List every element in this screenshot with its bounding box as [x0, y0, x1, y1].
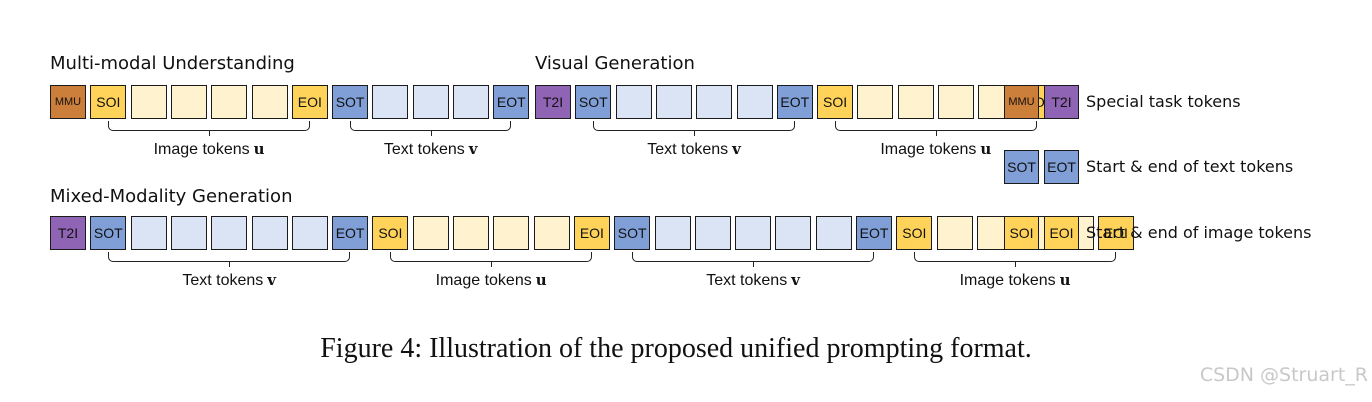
legend-token-soi: SOI: [1004, 216, 1039, 250]
legend-token-eoi: EOI: [1044, 216, 1079, 250]
image-token: [412, 216, 449, 250]
image-token: [493, 216, 530, 250]
text-token: [654, 216, 691, 250]
text-token: [372, 85, 409, 119]
token-sot: SOT: [332, 85, 369, 119]
brace-tick: [935, 130, 937, 136]
text-tokens-label-text: Text tokens: [182, 272, 264, 289]
token-eoi: EOI: [1097, 216, 1134, 250]
legend-label-text-markers: Start & end of text tokens: [1086, 157, 1294, 176]
image-tokens-label-text: Image tokens: [153, 141, 250, 158]
image-tokens-variable: u: [253, 140, 265, 158]
token-eot: EOT: [493, 85, 530, 119]
brace-tick: [1015, 261, 1017, 267]
image-token: [170, 85, 207, 119]
token-eot: EOT: [332, 216, 369, 250]
image-tokens-label-text: Image tokens: [880, 141, 977, 158]
brace-tick: [753, 261, 755, 267]
token-sot: SOT: [614, 216, 651, 250]
token-mmu: MMU: [50, 85, 86, 119]
image-tokens-label-text: Image tokens: [959, 272, 1056, 289]
watermark: CSDN @Struart_R: [1199, 364, 1368, 386]
text-token: [696, 85, 733, 119]
token-soi: SOI: [817, 85, 854, 119]
token-eoi: EOI: [573, 216, 610, 250]
token-sot: SOT: [575, 85, 612, 119]
text-tokens-variable: v: [267, 271, 277, 289]
text-token: [412, 85, 449, 119]
text-token: [291, 216, 328, 250]
image-tokens-label-text: Image tokens: [435, 272, 532, 289]
token-soi: SOI: [90, 85, 127, 119]
text-tokens-brace: [632, 252, 874, 262]
token-eot: EOT: [856, 216, 892, 250]
brace-tick: [430, 130, 432, 136]
image-token: [211, 85, 248, 119]
brace-tick: [209, 130, 211, 136]
token-t2i: T2I: [535, 85, 571, 119]
brace-tick: [229, 261, 231, 267]
text-token: [615, 85, 652, 119]
token-soi: SOI: [372, 216, 409, 250]
legend-token-t2i: T2I: [1044, 85, 1079, 119]
brace-tick: [694, 130, 696, 136]
token-eot: EOT: [776, 85, 813, 119]
text-token: [251, 216, 288, 250]
text-token: [775, 216, 812, 250]
section-title-mixed-generation: Mixed-Modality Generation: [50, 186, 293, 207]
token-sot: SOT: [90, 216, 127, 250]
image-token: [251, 85, 288, 119]
section-title-understanding: Multi-modal Understanding: [50, 53, 295, 74]
image-token: [938, 85, 974, 119]
image-token: [533, 216, 570, 250]
text-tokens-variable: v: [791, 271, 800, 289]
image-token: [936, 216, 973, 250]
legend-token-sot: SOT: [1004, 150, 1039, 184]
text-token: [453, 85, 489, 119]
legend-label-image-markers: Start & end of image tokens: [1086, 223, 1312, 242]
image-token: [857, 85, 894, 119]
section-title-visual-generation: Visual Generation: [535, 53, 695, 74]
text-token: [736, 85, 773, 119]
text-token: [655, 85, 692, 119]
figure-caption: Figure 4: Illustration of the proposed u…: [320, 333, 1032, 364]
text-tokens-label-text: Text tokens: [706, 272, 788, 289]
text-token: [815, 216, 852, 250]
image-tokens-variable: u: [535, 271, 547, 289]
token-soi: SOI: [896, 216, 933, 250]
text-tokens-label-text: Text tokens: [647, 141, 729, 158]
text-token: [211, 216, 248, 250]
text-token: [694, 216, 731, 250]
brace-tick: [491, 261, 493, 267]
text-token: [735, 216, 772, 250]
text-token: [130, 216, 167, 250]
legend-token-mmu: MMU: [1004, 85, 1039, 119]
text-tokens-variable: v: [732, 140, 741, 158]
legend-token-eot: EOT: [1044, 150, 1079, 184]
text-tokens-label-text: Text tokens: [383, 141, 465, 158]
token-eoi: EOI: [291, 85, 328, 119]
image-token: [130, 85, 167, 119]
token-t2i: T2I: [50, 216, 86, 250]
image-token: [453, 216, 489, 250]
legend-label-special: Special task tokens: [1086, 92, 1241, 111]
image-tokens-variable: u: [1059, 271, 1071, 289]
text-tokens-variable: v: [468, 140, 478, 158]
image-token: [897, 85, 934, 119]
image-tokens-variable: u: [980, 140, 992, 158]
text-token: [170, 216, 207, 250]
